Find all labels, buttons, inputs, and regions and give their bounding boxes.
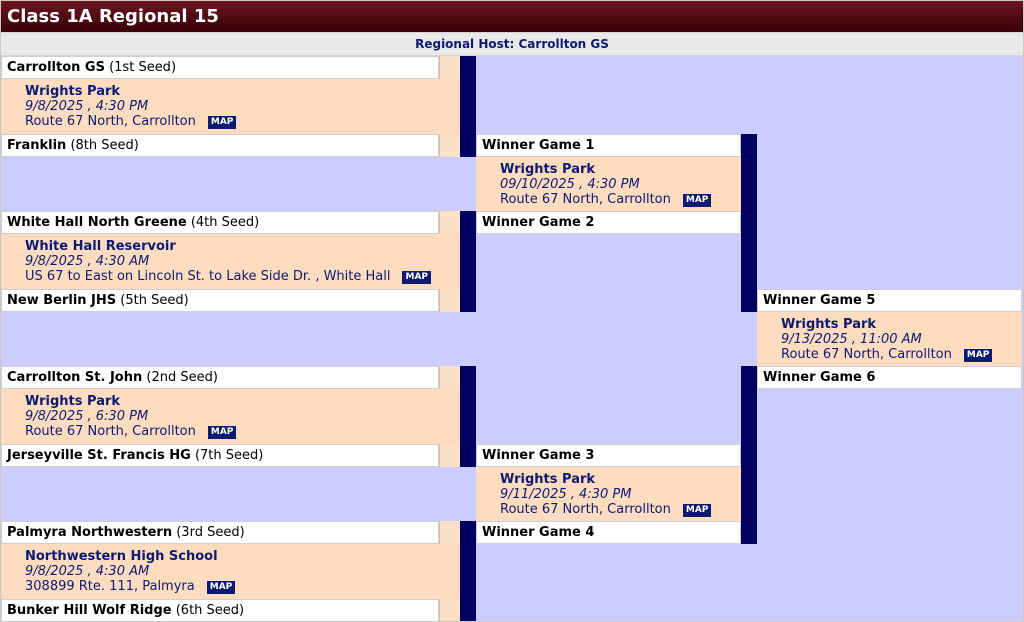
team-seed: (8th Seed) [70, 138, 139, 153]
team-seed: (5th Seed) [120, 293, 189, 308]
winner-slot: Winner Game 2 [476, 211, 741, 234]
map-button[interactable]: MAP [682, 193, 712, 207]
team-seed: (1st Seed) [109, 60, 177, 75]
game-datetime: 09/10/2025 , 4:30 PM [500, 177, 640, 192]
team-slot: Carrollton GS (1st Seed) [1, 56, 439, 79]
team-name: Bunker Hill Wolf Ridge [7, 603, 172, 618]
team-seed: (4th Seed) [190, 215, 260, 230]
map-button[interactable]: MAP [682, 503, 712, 517]
regional-host: Regional Host: Carrollton GS [1, 32, 1023, 56]
game-info: Wrights Park 9/13/2025 , 11:00 AM Route … [757, 312, 1022, 366]
game-info: Wrights Park 09/10/2025 , 4:30 PM Route … [476, 157, 741, 211]
bracket-stub [439, 289, 460, 312]
game-address: Route 67 North, Carrollton [500, 192, 671, 207]
game-datetime: 9/8/2025 , 4:30 AM [25, 564, 150, 579]
game-site: Wrights Park [25, 394, 121, 409]
game-datetime: 9/8/2025 , 4:30 PM [25, 99, 149, 114]
map-button[interactable]: MAP [207, 115, 237, 129]
game-datetime: 9/8/2025 , 6:30 PM [25, 409, 149, 424]
map-button[interactable]: MAP [207, 425, 237, 439]
team-name: Palmyra Northwestern [7, 525, 173, 540]
team-name: New Berlin JHS [7, 293, 117, 308]
bracket-stub [439, 134, 460, 157]
game-info: Wrights Park 9/8/2025 , 4:30 PM Route 67… [1, 79, 460, 134]
team-seed: (7th Seed) [194, 448, 264, 463]
game-address: Route 67 North, Carrollton [781, 347, 952, 362]
team-name: Franklin [7, 138, 67, 153]
winner-slot: Winner Game 6 [757, 366, 1022, 389]
team-name: Carrollton St. John [7, 370, 143, 385]
team-slot: Bunker Hill Wolf Ridge (6th Seed) [1, 599, 439, 621]
game-address: US 67 to East on Lincoln St. to Lake Sid… [25, 269, 391, 284]
bracket-stub [439, 366, 460, 389]
team-slot: Carrollton St. John (2nd Seed) [1, 366, 439, 389]
team-seed: (6th Seed) [175, 603, 245, 618]
bracket-stub [439, 521, 460, 544]
team-name: White Hall North Greene [7, 215, 187, 230]
game-info: Wrights Park 9/8/2025 , 6:30 PM Route 67… [1, 389, 460, 444]
game-site: Wrights Park [500, 162, 596, 177]
team-seed: (3rd Seed) [176, 525, 245, 540]
game-info: Northwestern High School 9/8/2025 , 4:30… [1, 544, 460, 599]
game-address: Route 67 North, Carrollton [25, 424, 196, 439]
team-slot: White Hall North Greene (4th Seed) [1, 211, 439, 234]
game-address: Route 67 North, Carrollton [25, 114, 196, 129]
map-button[interactable]: MAP [206, 580, 236, 594]
bracket-connector [460, 211, 476, 312]
winner-slot: Winner Game 4 [476, 521, 741, 544]
bracket-stub [439, 56, 460, 79]
team-name: Jerseyville St. Francis HG [7, 448, 191, 463]
game-site: Wrights Park [781, 317, 877, 332]
game-site: Northwestern High School [25, 549, 218, 564]
team-slot: Franklin (8th Seed) [1, 134, 439, 157]
bracket-connector [460, 521, 476, 621]
winner-slot: Winner Game 1 [476, 134, 741, 157]
game-info: Wrights Park 9/11/2025 , 4:30 PM Route 6… [476, 467, 741, 521]
team-slot: Jerseyville St. Francis HG (7th Seed) [1, 444, 439, 467]
game-site: Wrights Park [500, 472, 596, 487]
winner-slot: Winner Game 5 [757, 289, 1022, 312]
game-datetime: 9/13/2025 , 11:00 AM [781, 332, 922, 347]
bracket-stub [439, 599, 460, 621]
game-address: Route 67 North, Carrollton [500, 502, 671, 517]
game-site: Wrights Park [25, 84, 121, 99]
game-address: 308899 Rte. 111, Palmyra [25, 579, 195, 594]
bracket-stub [439, 211, 460, 234]
map-button[interactable]: MAP [963, 348, 993, 362]
bracket-connector [460, 56, 476, 157]
team-slot: New Berlin JHS (5th Seed) [1, 289, 439, 312]
map-button[interactable]: MAP [402, 270, 432, 284]
team-name: Carrollton GS [7, 60, 105, 75]
bracket-connector [741, 366, 757, 544]
regional-title: Class 1A Regional 15 [1, 1, 1023, 32]
winner-slot: Winner Game 3 [476, 444, 741, 467]
game-datetime: 9/8/2025 , 4:30 AM [25, 254, 150, 269]
bracket-stub [439, 444, 460, 467]
bracket-connector [741, 134, 757, 312]
team-seed: (2nd Seed) [146, 370, 218, 385]
game-datetime: 9/11/2025 , 4:30 PM [500, 487, 632, 502]
game-info: White Hall Reservoir 9/8/2025 , 4:30 AM … [1, 234, 460, 289]
team-slot: Palmyra Northwestern (3rd Seed) [1, 521, 439, 544]
game-site: White Hall Reservoir [25, 239, 176, 254]
bracket-connector [460, 366, 476, 467]
